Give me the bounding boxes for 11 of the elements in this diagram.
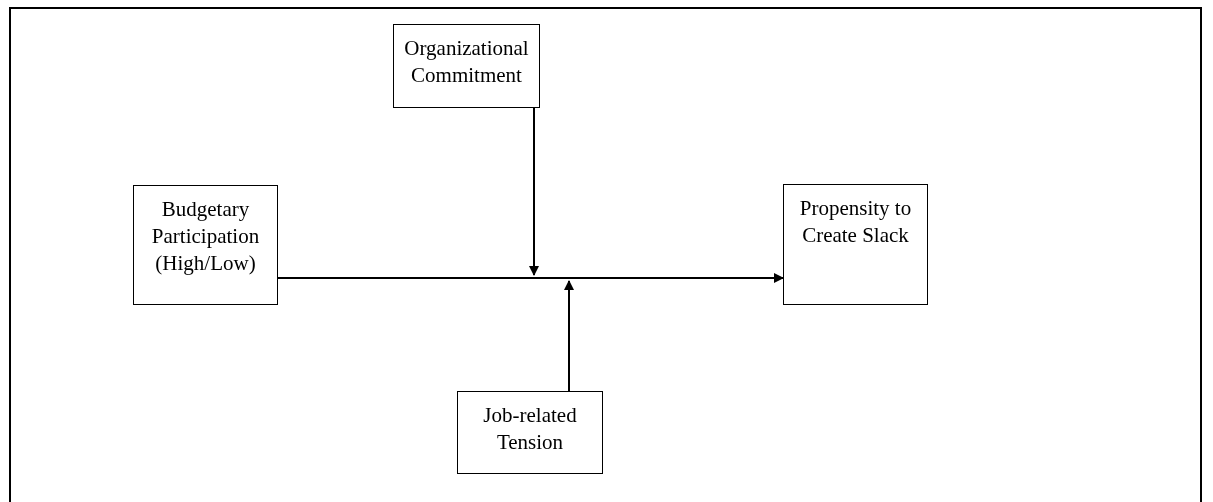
- concept-box: [783, 184, 928, 305]
- box-label: Propensity to Create Slack: [798, 195, 913, 249]
- box-label: Organizational Commitment: [403, 35, 530, 89]
- concept-box: [133, 185, 278, 305]
- concept-box: [393, 24, 540, 108]
- arrow: [277, 273, 784, 283]
- box-label: Job-related Tension: [482, 402, 578, 456]
- arrow: [529, 107, 539, 276]
- arrow: [564, 280, 574, 392]
- box-label: Budgetary Participation (High/Low): [150, 196, 261, 277]
- concept-box: [457, 391, 603, 474]
